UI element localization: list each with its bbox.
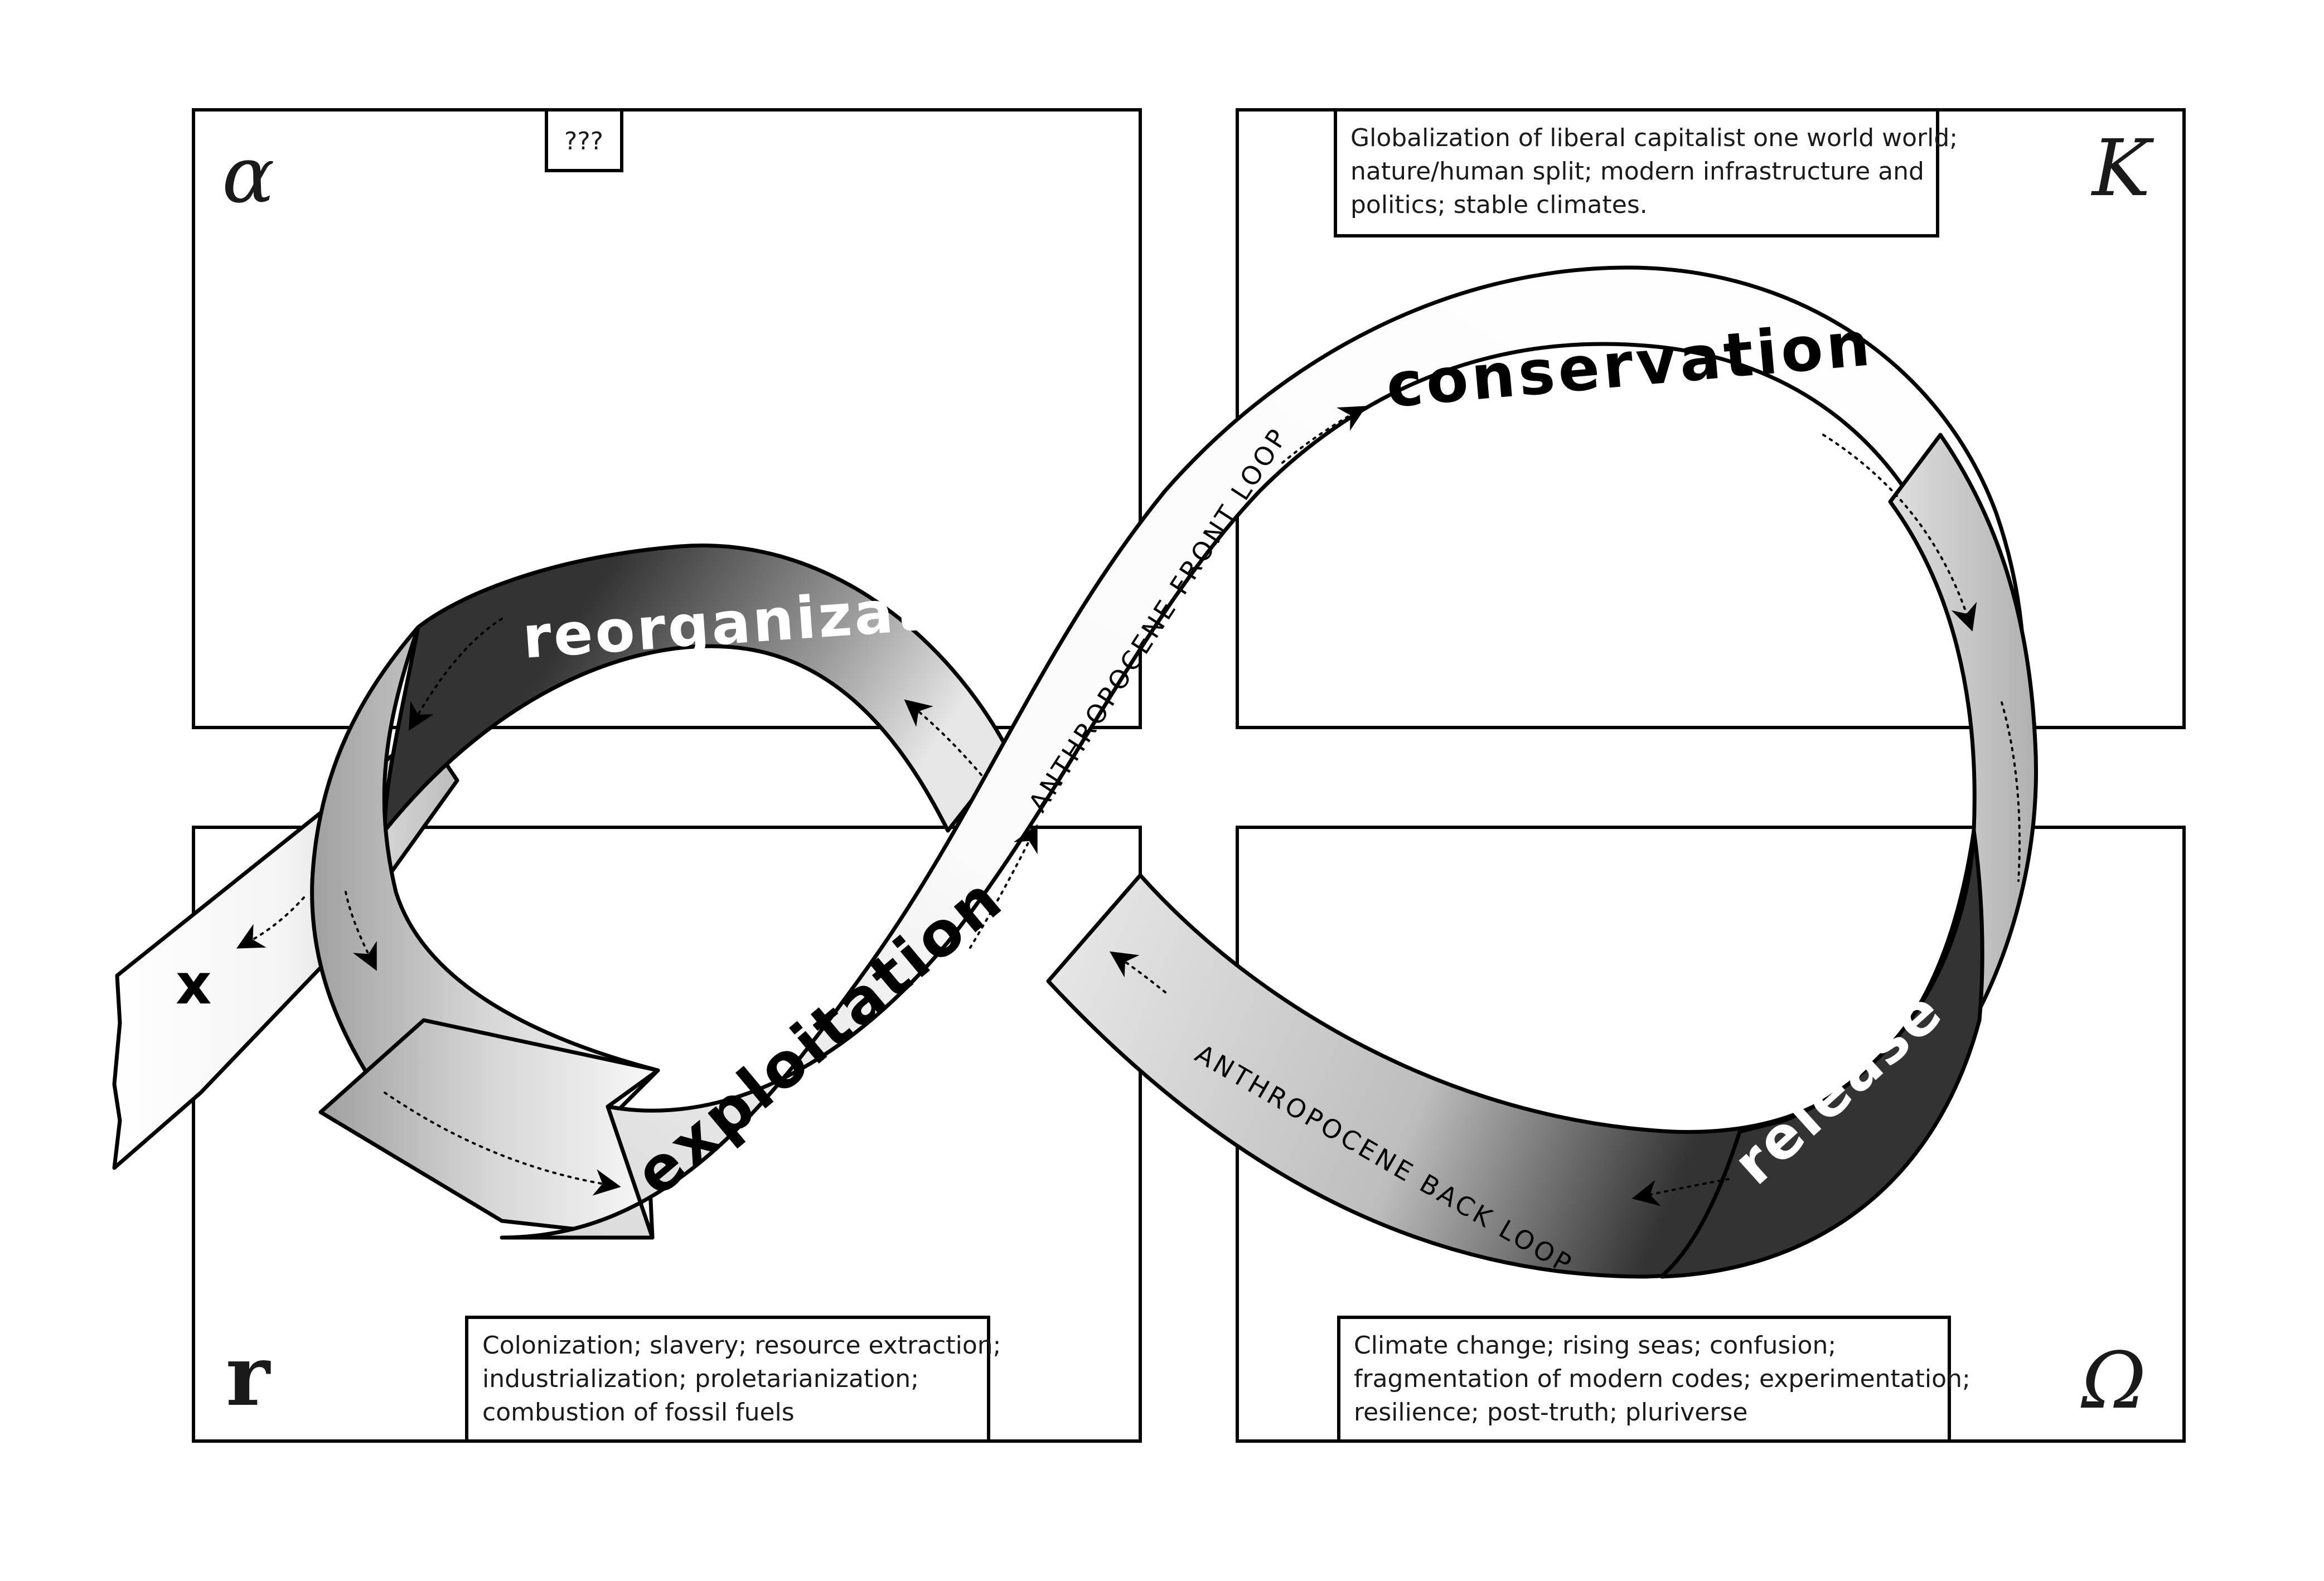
flow-arrow-front-to-conserv	[1281, 406, 1367, 464]
release-band	[1659, 828, 1984, 1279]
flow-arrow-right-descent	[2001, 701, 2021, 882]
omega-note: Climate change; rising seas; confusion; …	[1337, 1316, 1970, 1443]
r-note-line-3: combustion of fossil fuels	[482, 1398, 795, 1427]
r-symbol: r	[226, 1327, 271, 1425]
omega-note-line-1: Climate change; rising seas; confusion;	[1354, 1331, 1836, 1360]
alpha-symbol: α	[222, 130, 275, 221]
omega-symbol: Ω	[2080, 1336, 2146, 1427]
flow-arrow-exploit-to-front	[969, 824, 1038, 949]
k-note-line-3: politics; stable climates.	[1350, 191, 1648, 219]
alpha-note-text: ???	[564, 127, 603, 156]
omega-note-line-3: resilience; post-truth; pluriverse	[1354, 1398, 1747, 1427]
k-symbol: K	[2090, 123, 2154, 214]
k-note: Globalization of liberal capitalist one …	[1334, 108, 1958, 237]
r-note-line-2: industrialization; proletarianization;	[482, 1365, 919, 1393]
flow-arrow-into-reorg	[904, 699, 982, 776]
omega-note-line-2: fragmentation of modern codes; experimen…	[1354, 1365, 1970, 1393]
k-note-line-2: nature/human split; modern infrastructur…	[1350, 157, 1924, 186]
flow-arrow-release-to-back	[1631, 1178, 1730, 1206]
flow-arrow-to-exploitation	[384, 1092, 621, 1196]
flow-arrow-conserv-descent	[1822, 434, 1977, 632]
flow-arrow-back-to-reorg	[1110, 951, 1166, 993]
exit-marker: x	[176, 952, 212, 1017]
exit-flow-arrow	[236, 896, 305, 949]
flow-arrow-left-descent	[345, 891, 377, 971]
k-note-line-1: Globalization of liberal capitalist one …	[1350, 124, 1958, 152]
r-note: Colonization; slavery; resource extracti…	[465, 1316, 1001, 1443]
r-note-line-1: Colonization; slavery; resource extracti…	[482, 1331, 1001, 1360]
alpha-note: ???	[545, 108, 623, 172]
